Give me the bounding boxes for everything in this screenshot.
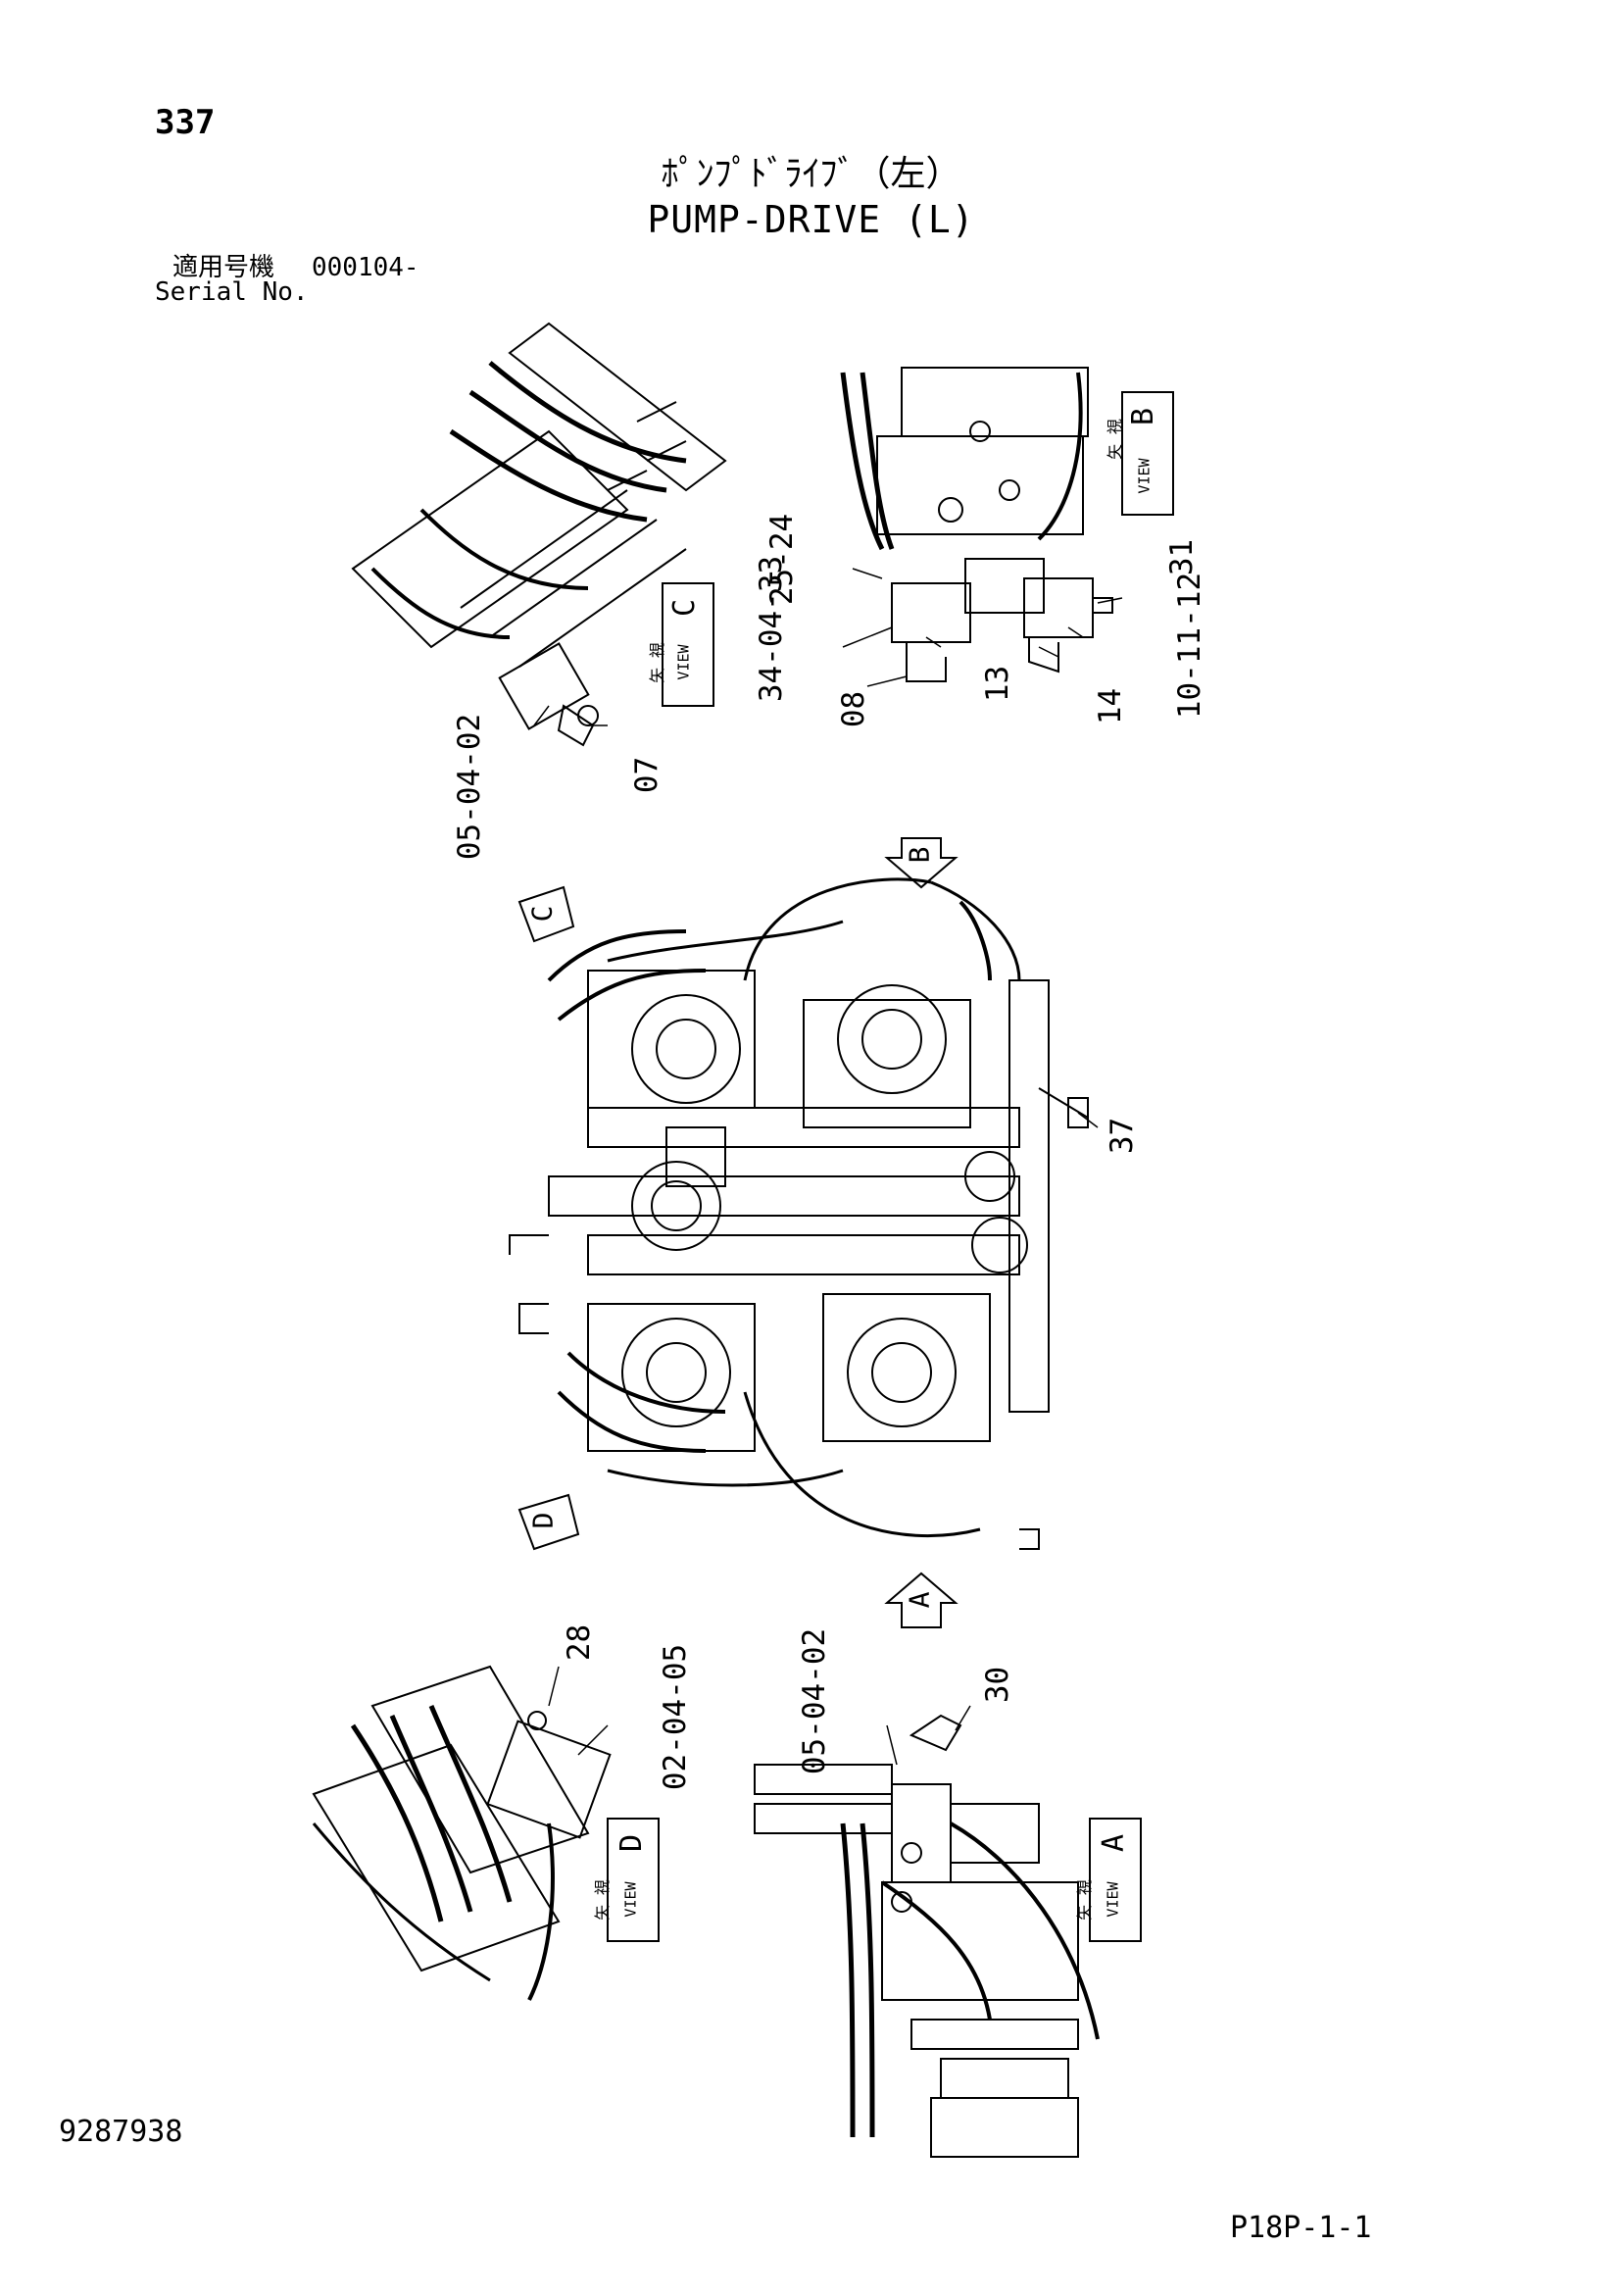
callout-13: 13 [980,665,1016,703]
arrow-a-letter: A [903,1591,936,1609]
view-c-label-jp: 矢 視 [647,642,666,683]
serial-value: 000104- [312,253,419,282]
view-c-label-en: VIEW [674,644,693,680]
view-a-letter: A [1097,1833,1132,1853]
view-b-label-jp: 矢 視 [1105,419,1124,460]
serial-label-japanese: 適用号機 [172,253,275,282]
leader-lines [533,568,1123,1766]
view-c-box [662,582,714,707]
view-b-sketch [840,367,1113,682]
arrow-b-letter: B [903,846,936,864]
view-a-box [1089,1818,1142,1942]
view-a-sketch [754,1714,1100,2158]
arrow-c-letter: C [525,905,559,923]
callout-10-11-12: 10-11-12 [1172,572,1208,720]
arrow-d-letter: D [526,1512,560,1529]
page-number: 337 [155,103,216,142]
callout-31: 31 [1164,538,1201,576]
title-english: PUMP-DRIVE (L) [647,198,975,241]
sheet-code: P18P-1-1 [1230,2211,1372,2245]
view-d-sketch [312,1665,612,2001]
callout-14: 14 [1093,687,1129,725]
callout-08: 08 [836,690,872,728]
callout-07: 07 [629,756,665,794]
title-japanese: ﾎﾟﾝﾌﾟﾄﾞﾗｲﾌﾞ（左） [661,154,961,194]
callout-30: 30 [980,1666,1016,1704]
view-d-label-en: VIEW [621,1881,640,1918]
callout-05-04-02: 05-04-02 [452,713,488,861]
callout-34-04-33: 34-04-33 [754,555,790,703]
view-d-letter: D [614,1833,650,1853]
main-assembly [509,877,1089,1550]
callout-02-04-05: 02-04-05 [658,1643,694,1791]
view-d-box [607,1818,660,1942]
view-b-box [1121,391,1174,516]
view-a-label-en: VIEW [1104,1881,1122,1918]
document-number: 9287938 [59,2115,183,2149]
view-c-sketch [351,322,727,747]
view-a-label-jp: 矢 視 [1074,1879,1094,1921]
view-b-letter: B [1126,407,1161,426]
serial-label-english: Serial No. [155,277,309,307]
view-d-label-jp: 矢 視 [592,1879,612,1921]
callout-37: 37 [1105,1117,1141,1155]
callout-05-04-02-bottom: 05-04-02 [797,1627,833,1775]
direction-arrows [517,837,958,1628]
callout-28: 28 [562,1623,598,1662]
view-b-label-en: VIEW [1135,458,1154,494]
view-c-letter: C [667,598,703,618]
